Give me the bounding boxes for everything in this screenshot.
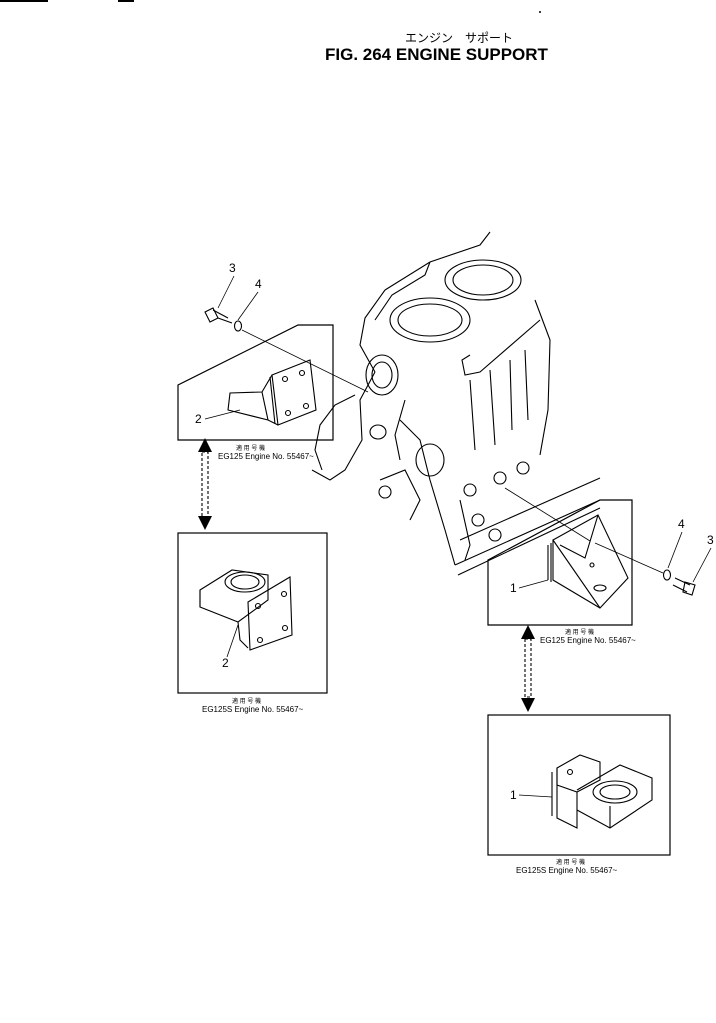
double-arrow-icon [521, 625, 535, 712]
callout-number-4: 4 [678, 517, 685, 531]
support-bracket-1-drawing [547, 514, 629, 609]
support-bracket-1s-drawing [551, 754, 652, 828]
callout-number-2: 2 [222, 656, 229, 670]
callout-number-2: 2 [195, 412, 202, 426]
box-caption: EG125 Engine No. 55467~ [540, 636, 636, 645]
detail-box-eg125-left [177, 324, 334, 441]
leader-line [518, 579, 549, 589]
box-caption: EG125S Engine No. 55467~ [516, 866, 618, 875]
assembly-line [504, 487, 591, 542]
assembly-line [594, 542, 664, 574]
box-caption-japanese: 適 用 号 機 [556, 858, 585, 866]
box-caption: EG125S Engine No. 55467~ [202, 705, 304, 714]
leader-line [217, 275, 235, 309]
scan-speck [539, 11, 541, 13]
callout-number-3: 3 [229, 261, 236, 275]
washer-drawing [662, 569, 672, 581]
callout-number-1: 1 [510, 581, 517, 595]
detail-box-eg125-right [487, 499, 633, 626]
leader-line [237, 291, 259, 321]
callout-number-3: 3 [707, 533, 714, 547]
support-bracket-2s-drawing [199, 569, 293, 651]
leader-line [518, 794, 553, 798]
title-japanese: エンジン サポート [405, 31, 513, 45]
assembly-line [241, 329, 369, 393]
detail-box-eg125s-left [177, 532, 328, 694]
support-bracket-2-drawing [227, 359, 317, 426]
double-arrow-icon [198, 438, 212, 530]
box-caption-japanese: 適 用 号 機 [565, 628, 594, 636]
box-caption: EG125 Engine No. 55467~ [218, 452, 314, 461]
washer-drawing [233, 320, 243, 332]
bolt-drawing [672, 577, 696, 596]
box-caption-japanese: 適 用 号 機 [236, 444, 265, 452]
engine-block-drawing [311, 231, 601, 576]
detail-box-eg125s-right [487, 714, 671, 856]
box-caption-japanese: 適 用 号 機 [232, 697, 261, 705]
callout-number-4: 4 [255, 277, 262, 291]
page-title: FIG. 264 ENGINE SUPPORT [325, 45, 549, 64]
callout-number-1: 1 [510, 788, 517, 802]
leader-line [667, 531, 683, 569]
bolt-drawing [204, 307, 233, 324]
leader-line [226, 624, 239, 658]
leader-line [204, 409, 241, 420]
leader-line [692, 547, 712, 583]
